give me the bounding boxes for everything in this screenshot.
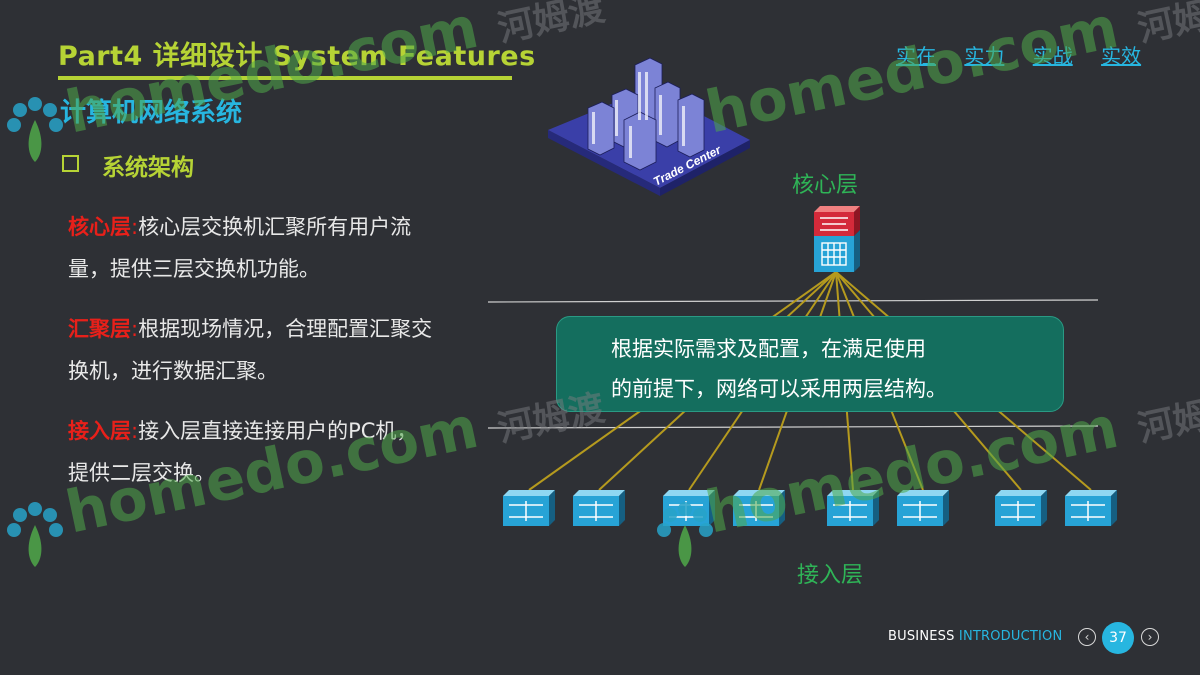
trade-center-building-icon: Trade Center [548,57,750,196]
access-switch-icon [995,490,1047,526]
slogan-item: 实在 [896,44,936,68]
note-callout: 根据实际需求及配置，在满足使用 的前提下，网络可以采用两层结构。 [556,316,1064,412]
footer-label: BUSINESS INTRODUCTION [888,629,1062,644]
access-switch-icon [827,490,879,526]
access-switch-icon [1065,490,1117,526]
section-subtitle: 计算机网络系统 [60,98,243,128]
slogan-item: 实力 [964,44,1005,68]
title-underline [58,76,512,80]
access-switch-icon [573,490,625,526]
layer-divider-line [487,425,1099,429]
footer-business: BUSINESS [888,629,955,644]
slogan-item: 实战 [1032,44,1073,68]
slogan-item: 实效 [1101,44,1142,68]
layer-divider-line [487,299,1099,303]
description-text: 根据现场情况，合理配置汇聚交换机，进行数据汇聚。 [68,317,433,383]
access-switch-icon [503,490,555,526]
term-separator: : [131,317,139,341]
slogan: 实在 实力 实战 实效 [896,40,1141,69]
core-layer-description: 核心层:核心层交换机汇聚所有用户流量，提供三层交换机功能。 [68,206,438,290]
term-separator: : [131,419,139,443]
term-label: 汇聚层 [68,317,131,341]
aggregation-layer-description: 汇聚层:根据现场情况，合理配置汇聚交换机，进行数据汇聚。 [68,308,438,392]
bullet-label: 系统架构 [102,155,194,181]
page-number-badge: 37 [1102,622,1134,654]
next-page-button[interactable]: › [1141,628,1159,646]
slide-title: Part4 详细设计 System Features [58,41,536,72]
description-text: 核心层交换机汇聚所有用户流量，提供三层交换机功能。 [68,215,412,281]
prev-page-button[interactable]: ‹ [1078,628,1096,646]
term-separator: : [131,215,139,239]
core-switch-icon [814,206,860,272]
access-layer-label: 接入层 [797,563,864,588]
access-switch-icon [897,490,949,526]
access-layer-description: 接入层:接入层直接连接用户的PC机，提供二层交换。 [68,410,438,494]
note-line: 的前提下，网络可以采用两层结构。 [611,377,947,401]
note-line: 根据实际需求及配置，在满足使用 [611,337,926,361]
core-layer-label: 核心层 [792,173,859,198]
square-bullet-icon [62,155,79,172]
access-switch-icon [733,490,785,526]
footer-introduction: INTRODUCTION [958,629,1063,644]
description-text: 接入层直接连接用户的PC机，提供二层交换。 [68,419,418,485]
access-switch-icon [663,490,715,526]
term-label: 核心层 [68,215,131,239]
term-label: 接入层 [68,419,131,443]
access-switches [503,490,1117,526]
